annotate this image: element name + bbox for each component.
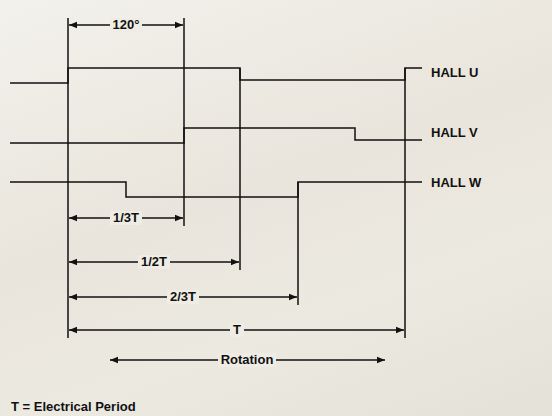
- reference-line: [239, 68, 241, 270]
- signal-name: HALL W: [428, 176, 484, 190]
- hall-v-wave: [10, 128, 422, 143]
- hall-u-wave: [10, 68, 422, 83]
- legend-note: T = Electrical Period: [8, 400, 139, 414]
- rotation-label: Rotation: [218, 353, 277, 367]
- hall-w-wave: [10, 182, 422, 197]
- reference-line: [67, 18, 69, 338]
- dimension-label: T: [230, 323, 244, 337]
- reference-line: [404, 68, 406, 338]
- signal-name: HALL U: [428, 66, 481, 80]
- dimension-label: 1/2T: [138, 255, 170, 269]
- dimension-label: 1/3T: [110, 211, 142, 225]
- signal-name: HALL V: [428, 126, 481, 140]
- dimension-label: 2/3T: [167, 290, 199, 304]
- angle-label: 120°: [110, 18, 143, 32]
- reference-line: [183, 18, 185, 226]
- reference-line: [297, 182, 299, 305]
